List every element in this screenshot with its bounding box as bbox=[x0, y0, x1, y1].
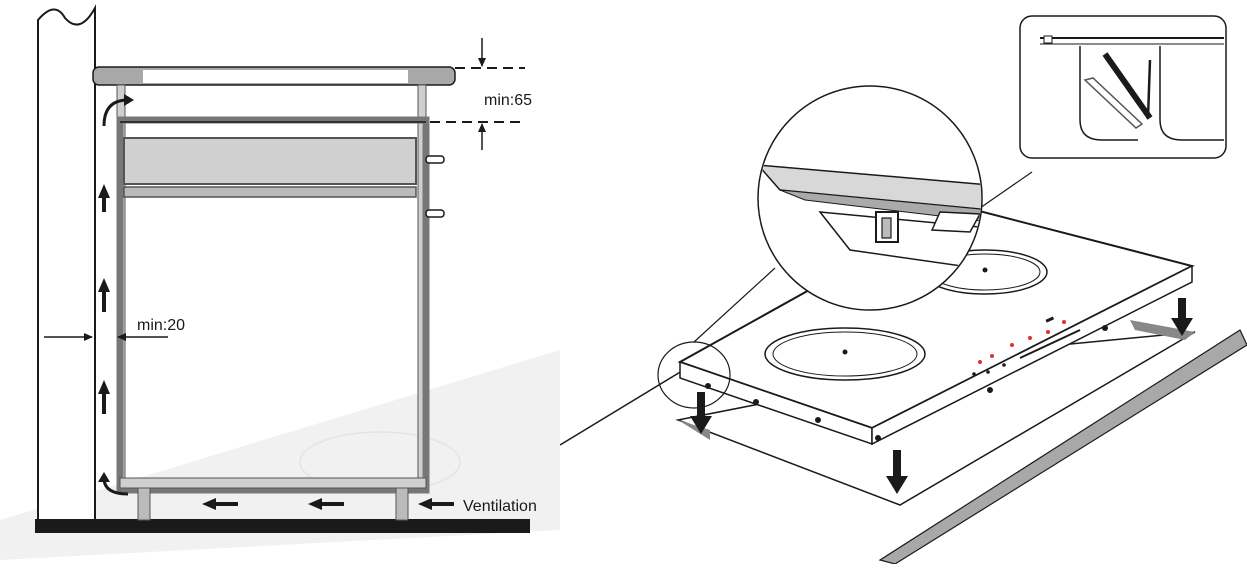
dimension-arrow-icon bbox=[478, 123, 486, 150]
airflow-arrow-icon bbox=[418, 498, 454, 510]
min-top-label: min:65 bbox=[484, 92, 532, 109]
frame-screw bbox=[705, 383, 711, 389]
airflow-arrow-icon bbox=[308, 498, 344, 510]
hob-side-frame bbox=[871, 264, 1193, 446]
dimension-arrow-icon bbox=[117, 333, 168, 341]
cabinet-foot bbox=[395, 487, 409, 521]
oven-knob bbox=[425, 155, 445, 164]
oven-knob bbox=[425, 209, 445, 218]
frame-screw bbox=[875, 435, 881, 441]
frame-screw bbox=[815, 417, 821, 423]
countertop-cutout bbox=[143, 70, 408, 83]
hob-installation-perspective bbox=[559, 0, 1247, 565]
countertop-edge-line bbox=[559, 359, 701, 446]
frame-screw bbox=[1102, 325, 1108, 331]
clip-inset-detail bbox=[1019, 15, 1227, 159]
airflow-arrow-icon bbox=[98, 184, 110, 212]
ventilation-label: Ventilation bbox=[463, 498, 537, 515]
zone-center-mark bbox=[842, 349, 848, 355]
downward-arrow-icon bbox=[690, 392, 712, 434]
cabinet-cross-section: min:65 min:20 Ventilation bbox=[0, 0, 560, 564]
callout-line bbox=[693, 267, 776, 343]
dimension-arrow-icon bbox=[44, 333, 93, 341]
min-side-label: min:20 bbox=[137, 317, 185, 334]
cooking-zone-front bbox=[764, 327, 926, 381]
cutout-edge bbox=[1130, 320, 1195, 340]
countertop-front-edge bbox=[878, 329, 1247, 565]
callout-line bbox=[979, 171, 1033, 209]
oven-frame bbox=[116, 116, 430, 494]
touch-control-panel bbox=[972, 316, 1081, 376]
frame-screw bbox=[987, 387, 993, 393]
dimension-arrow-icon bbox=[478, 38, 486, 67]
cutout-edge bbox=[678, 420, 710, 440]
oven-door-top bbox=[123, 186, 417, 198]
curved-airflow-icon bbox=[102, 94, 134, 127]
airflow-arrow-icon bbox=[98, 278, 110, 312]
downward-arrow-icon bbox=[1171, 298, 1193, 336]
wall bbox=[37, 4, 96, 526]
oven-control-panel bbox=[123, 137, 417, 185]
downward-arrow-icon bbox=[886, 450, 908, 494]
curved-airflow-icon bbox=[98, 472, 129, 496]
floor bbox=[35, 519, 530, 533]
cabinet-foot bbox=[137, 487, 151, 521]
zone-center-mark bbox=[982, 267, 988, 273]
airflow-arrow-icon bbox=[98, 380, 110, 414]
magnified-clip-detail bbox=[757, 85, 983, 311]
airflow-arrow-icon bbox=[202, 498, 238, 510]
cooking-zone-front-inner bbox=[772, 331, 918, 377]
frame-screw bbox=[753, 399, 759, 405]
oven-bottom-bar bbox=[119, 477, 427, 489]
